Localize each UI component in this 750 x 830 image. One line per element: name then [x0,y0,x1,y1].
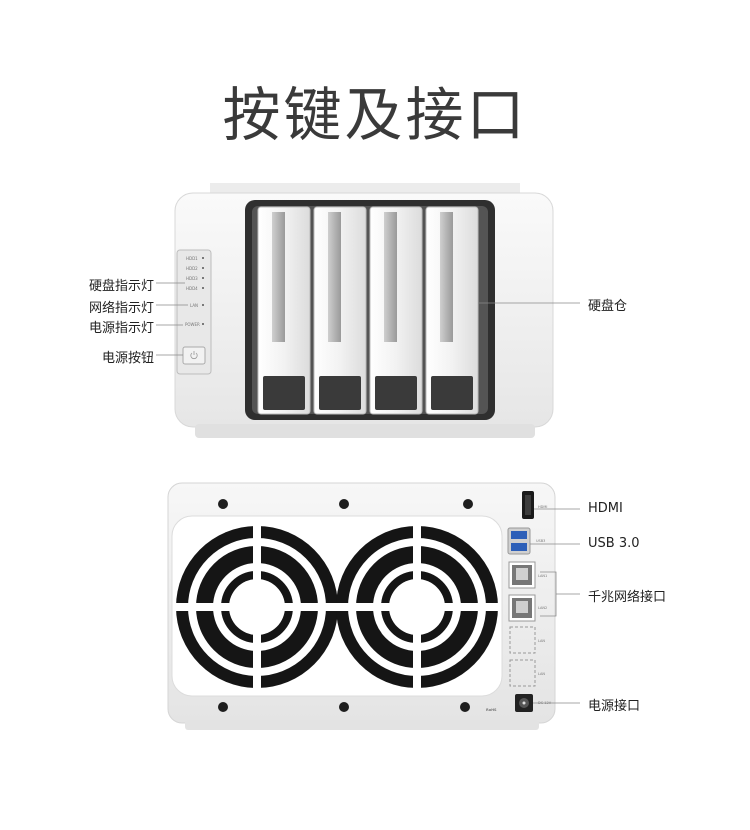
drive-tray-3[interactable] [369,206,423,415]
fan-right [336,526,498,688]
power-led-label: 电源指示灯 [88,321,154,336]
panel-hdd2: HDD2 [186,266,198,271]
drive-tray-1[interactable] [257,206,311,415]
hdmi-label: HDMI [588,501,623,516]
hdd-led-2 [202,267,204,269]
network-led-label: 网络指示灯 [88,301,154,316]
panel-hdd4: HDD4 [186,286,198,291]
power-button[interactable] [182,346,206,365]
panel-lan: LAN [190,303,198,308]
lan-led [202,304,204,306]
drive-tray-2[interactable] [313,206,367,415]
power-button-label: 电源按钮 [101,351,154,366]
power-led [202,323,204,325]
dc-power-port[interactable] [515,694,533,712]
hdd-led-4 [202,287,204,289]
hdd-led-3 [202,277,204,279]
page-title: 按键及接口 [222,81,528,149]
lan-port-2[interactable] [508,594,536,622]
panel-power: POWER [185,322,200,327]
lan4-small-label: LAN [538,672,545,676]
lan1-small-label: LAN1 [538,574,547,578]
rear-view: HDMI USB3 LAN1 LAN2 LAN LAN DC 12V RoHS [167,482,580,730]
panel-hdd3: HDD3 [186,276,198,281]
fan-left [176,526,338,688]
usb-port[interactable] [507,527,531,555]
hdd-led-1 [202,257,204,259]
rohs-mark: RoHS [486,708,497,712]
panel-hdd1: HDD1 [186,256,198,261]
hdd-led-label: 硬盘指示灯 [88,279,154,294]
usb-label: USB 3.0 [588,536,640,551]
usb-small-label: USB3 [536,539,545,543]
lan2-small-label: LAN2 [538,606,547,610]
hdmi-small-label: HDMI [538,505,547,509]
power-port-label: 电源接口 [588,699,641,714]
lan-port-1[interactable] [508,561,536,589]
front-view: HDD1 HDD2 HDD3 HDD4 LAN POWER [156,183,580,438]
power-icon [190,352,198,360]
drive-bay-label: 硬盘仓 [588,299,628,314]
gigabit-lan-label: 千兆网络接口 [588,590,667,605]
lan3-small-label: LAN [538,639,545,643]
hdmi-port[interactable] [522,491,534,519]
drive-tray-4[interactable] [425,206,479,415]
